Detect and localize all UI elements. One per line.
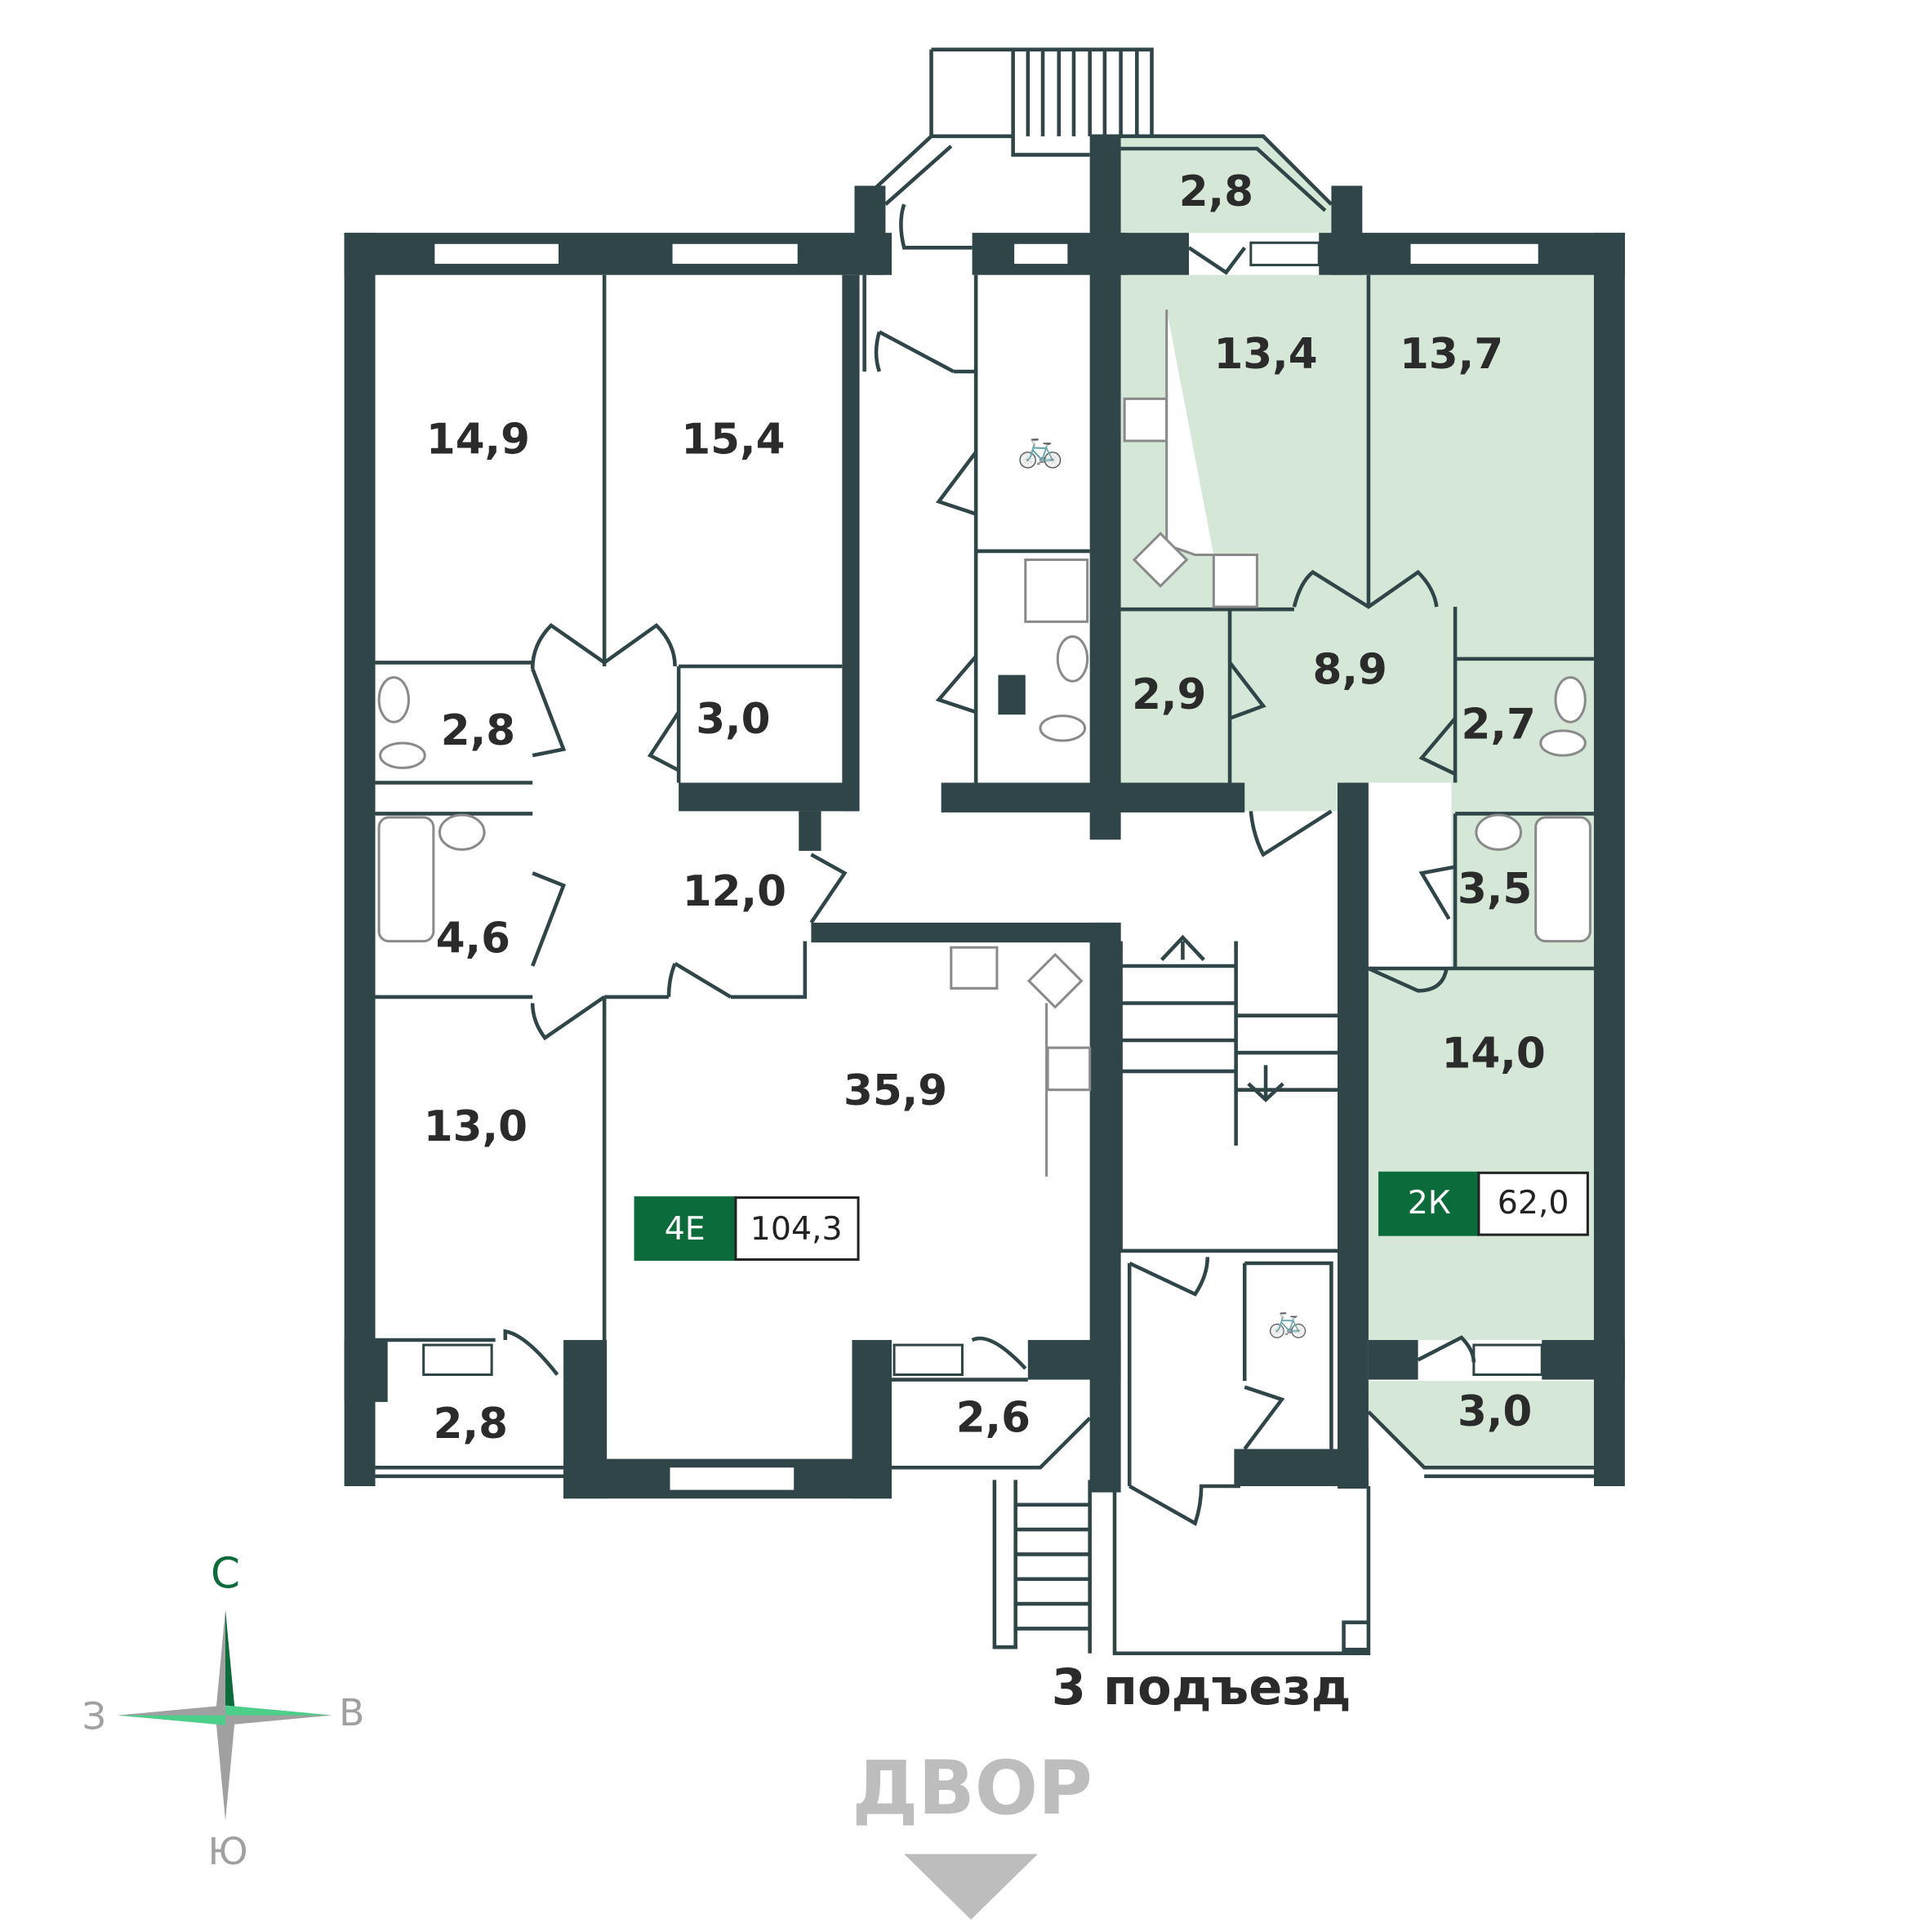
room-area: 2,8 bbox=[434, 1400, 508, 1449]
room-area: 2,6 bbox=[956, 1394, 1031, 1443]
room-area: 35,9 bbox=[844, 1066, 947, 1115]
room-area: 4,6 bbox=[436, 915, 510, 964]
room-area: 2,8 bbox=[441, 706, 515, 755]
apartment-type: 4Е bbox=[665, 1210, 706, 1248]
room-area: 13,0 bbox=[424, 1102, 528, 1151]
sink-icon bbox=[438, 813, 486, 851]
apartment-2k-badge[interactable]: 2К 62,0 bbox=[1378, 1171, 1589, 1236]
compass-west: З bbox=[82, 1695, 106, 1738]
room-area: 3,0 bbox=[696, 695, 770, 744]
bathtub-icon bbox=[377, 816, 435, 943]
sink-icon bbox=[1475, 813, 1522, 851]
room-area: 2,8 bbox=[1179, 167, 1253, 216]
wheelchair-icon bbox=[998, 674, 1026, 715]
toilet-icon bbox=[1539, 729, 1587, 757]
stairs-down-arrow bbox=[1247, 1065, 1284, 1102]
walls bbox=[344, 136, 1625, 1499]
sink-icon bbox=[1056, 635, 1089, 683]
stairs-up-arrow bbox=[1160, 934, 1205, 961]
room-area: 13,7 bbox=[1400, 330, 1503, 379]
entrance-label: 3 подъезд bbox=[1052, 1659, 1351, 1716]
shower-icon bbox=[1024, 559, 1089, 623]
toilet-icon bbox=[1039, 714, 1087, 742]
stove-icon bbox=[1046, 1046, 1092, 1092]
compass-south: Ю bbox=[208, 1830, 248, 1873]
apartment-2k-labels: 2,8 13,4 13,7 2,9 8,9 2,7 3,5 14,0 3,0 bbox=[1132, 167, 1546, 1436]
room-area: 2,7 bbox=[1462, 700, 1536, 749]
toilet-icon bbox=[379, 741, 426, 769]
compass-east: В bbox=[339, 1691, 364, 1734]
room-area: 3,0 bbox=[1458, 1387, 1532, 1436]
windows bbox=[422, 241, 1543, 1493]
apartment-total-area: 104,3 bbox=[750, 1210, 843, 1248]
room-area: 8,9 bbox=[1313, 646, 1387, 695]
courtyard-label: ДВОР bbox=[852, 1746, 1092, 1832]
room-area: 14,0 bbox=[1442, 1030, 1546, 1079]
sink-icon bbox=[1554, 676, 1587, 723]
apartment-total-area: 62,0 bbox=[1498, 1184, 1569, 1222]
apartment-2k-area[interactable] bbox=[1120, 136, 1594, 1468]
stroller-bicycle-icon: 🚲 bbox=[1017, 427, 1064, 469]
courtyard-arrow-icon bbox=[904, 1854, 1038, 1920]
apartment-4e-labels: 14,9 15,4 2,8 3,0 4,6 12,0 35,9 13,0 2,8… bbox=[424, 415, 1031, 1449]
room-area: 13,4 bbox=[1213, 330, 1317, 379]
kitchen-counter bbox=[950, 946, 1048, 1177]
doors bbox=[503, 203, 1476, 1526]
room-area: 12,0 bbox=[683, 867, 786, 916]
sink-icon bbox=[1026, 952, 1084, 1009]
fixtures: 🚲 🚲 bbox=[377, 309, 1591, 1338]
bathtub-icon bbox=[1534, 816, 1591, 943]
compass-north: С bbox=[211, 1550, 240, 1599]
stroller-bicycle-icon: 🚲 bbox=[1268, 1302, 1308, 1338]
compass-rose: С Ю В З bbox=[82, 1550, 365, 1873]
sink-icon bbox=[377, 676, 411, 723]
room-area: 3,5 bbox=[1458, 865, 1532, 914]
room-area: 15,4 bbox=[681, 415, 785, 464]
room-area: 14,9 bbox=[426, 415, 530, 464]
stove-icon bbox=[1123, 397, 1169, 443]
sink-icon bbox=[1132, 532, 1189, 588]
apartment-type: 2К bbox=[1408, 1184, 1451, 1222]
apartment-4e-badge[interactable]: 4Е 104,3 bbox=[634, 1196, 860, 1261]
partitions bbox=[375, 47, 1594, 1656]
room-area: 2,9 bbox=[1132, 670, 1206, 719]
